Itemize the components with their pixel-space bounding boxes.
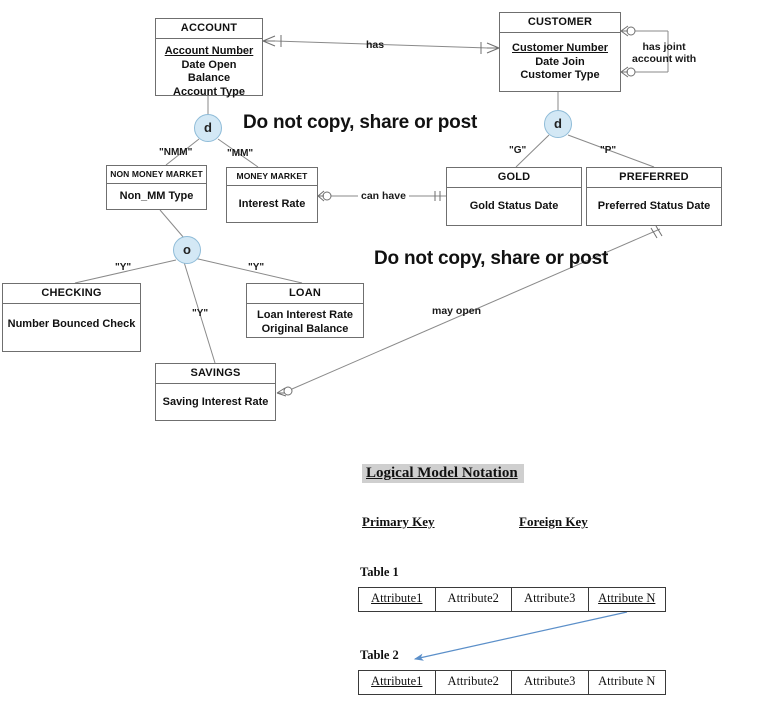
entity-preferred[interactable]: PREFERRED Preferred Status Date — [586, 167, 722, 226]
attribute: Customer Type — [520, 69, 600, 81]
entity-savings[interactable]: SAVINGS Saving Interest Rate — [155, 363, 276, 421]
entity-savings-name: SAVINGS — [156, 364, 275, 384]
attribute: Date Open — [181, 58, 237, 71]
disc-label-p: "P" — [600, 145, 617, 156]
disc-label-y-savings: "Y" — [192, 308, 209, 319]
entity-gold-attributes: Gold Status Date — [447, 188, 581, 220]
entity-non-money-market[interactable]: NON MONEY MARKET Non_MM Type — [106, 165, 207, 210]
discriminator-circle-account[interactable]: d — [194, 114, 222, 142]
crowsfoot-joint-bottom — [620, 66, 629, 78]
optional-circle-joint-bottom — [626, 67, 636, 77]
attribute: Preferred Status Date — [597, 200, 711, 212]
table-1-cell-2[interactable]: Attribute2 — [436, 588, 512, 611]
entity-account-name: ACCOUNT — [156, 19, 262, 39]
entity-customer-attributes: Customer Number Date Join Customer Type — [500, 33, 620, 89]
crowsfoot-joint-top — [620, 25, 629, 37]
entity-non-money-market-name: NON MONEY MARKET — [107, 166, 206, 184]
relationship-label-may-open: may open — [432, 305, 482, 317]
entity-gold[interactable]: GOLD Gold Status Date — [446, 167, 582, 226]
table-1-cell-3[interactable]: Attribute3 — [512, 588, 589, 611]
entity-account[interactable]: ACCOUNT Account Number Date Open Balance… — [155, 18, 263, 98]
attribute: Balance — [187, 72, 231, 84]
relationship-label-can-have: can have — [358, 190, 409, 202]
entity-customer-name: CUSTOMER — [500, 13, 620, 33]
table-2-cell-1[interactable]: Attribute1 — [359, 671, 436, 694]
entity-customer[interactable]: CUSTOMER Customer Number Date Join Custo… — [499, 12, 621, 92]
entity-gold-name: GOLD — [447, 168, 581, 188]
disc-label-nmm: "NMM" — [159, 147, 193, 158]
bar1-preferred-mayopen — [650, 227, 658, 239]
table-2-cell-2[interactable]: Attribute2 — [436, 671, 512, 694]
attribute: Interest Rate — [238, 198, 306, 210]
relationship-label-has-joint-account-with: has joint account with — [632, 41, 696, 65]
table-2-cell-4[interactable]: Attribute N — [598, 674, 656, 688]
discriminator-circle-overlap[interactable]: o — [173, 236, 201, 264]
table-1-cell-1[interactable]: Attribute1 — [359, 588, 436, 611]
table-1-name: Table 1 — [360, 565, 399, 579]
entity-money-market[interactable]: MONEY MARKET Interest Rate — [226, 167, 318, 223]
table-2[interactable]: Attribute1 Attribute2 Attribute3 Attribu… — [358, 670, 666, 695]
entity-checking-name: CHECKING — [3, 284, 140, 304]
entity-savings-attributes: Saving Interest Rate — [156, 384, 275, 416]
attribute: Number Bounced Check — [7, 318, 136, 330]
attribute-pk: Account Number — [164, 45, 254, 57]
disc-label-g: "G" — [509, 145, 527, 156]
optional-circle-canhave — [322, 191, 332, 201]
relationship-label-has: has — [366, 39, 385, 51]
disc-label-mm: "MM" — [227, 148, 254, 159]
table-2-name: Table 2 — [360, 648, 399, 662]
attribute: Account Type — [173, 85, 245, 98]
attribute: Date Join — [535, 55, 585, 68]
relationship-label-line2: account with — [632, 53, 697, 65]
entity-account-attributes: Account Number Date Open Balance Account… — [156, 39, 262, 105]
entity-money-market-attributes: Interest Rate — [227, 186, 317, 218]
foreign-key-legend: Foreign Key — [519, 514, 588, 529]
watermark-middle: Do not copy, share or post — [374, 248, 609, 269]
primary-key-legend: Primary Key — [362, 514, 435, 529]
optional-circle-mayopen — [283, 386, 293, 396]
table-1[interactable]: Attribute1 Attribute2 Attribute3 Attribu… — [358, 587, 666, 612]
table-1-cell-4[interactable]: Attribute N — [598, 591, 656, 605]
entity-money-market-name: MONEY MARKET — [227, 168, 317, 186]
watermark-top: Do not copy, share or post — [243, 112, 478, 133]
relationship-label-line1: has joint — [642, 41, 686, 53]
crowsfoot-mm-canhave — [317, 190, 325, 202]
line-nonmm-to-o — [159, 209, 185, 239]
attribute: Non_MM Type — [119, 190, 194, 202]
attribute-pk: Customer Number — [512, 42, 608, 54]
entity-loan[interactable]: LOAN Loan Interest Rate Original Balance — [246, 283, 364, 338]
fk-arrow — [413, 611, 628, 661]
fk-arrow-group — [413, 611, 628, 661]
crowsfoot-customer-has — [486, 42, 500, 54]
entity-preferred-name: PREFERRED — [587, 168, 721, 188]
logical-model-notation-heading: Logical Model Notation — [362, 464, 524, 483]
disc-label-y-loan: "Y" — [248, 262, 265, 273]
optional-circle-joint-top — [626, 26, 636, 36]
attribute: Loan Interest Rate — [257, 309, 353, 321]
attribute: Original Balance — [261, 322, 349, 335]
entity-preferred-attributes: Preferred Status Date — [587, 188, 721, 220]
disc-label-y-checking: "Y" — [115, 262, 132, 273]
bar2-preferred-mayopen — [655, 225, 663, 237]
table-2-cell-3[interactable]: Attribute3 — [512, 671, 589, 694]
entity-loan-name: LOAN — [247, 284, 363, 304]
attribute: Gold Status Date — [469, 200, 559, 212]
entity-loan-attributes: Loan Interest Rate Original Balance — [247, 304, 363, 342]
crowsfoot-savings-mayopen — [276, 387, 287, 397]
attribute: Saving Interest Rate — [162, 396, 269, 408]
entity-non-money-market-attributes: Non_MM Type — [107, 184, 206, 210]
entity-checking-attributes: Number Bounced Check — [3, 304, 140, 338]
discriminator-circle-customer[interactable]: d — [544, 110, 572, 138]
crowsfoot-account-has — [262, 35, 276, 47]
entity-checking[interactable]: CHECKING Number Bounced Check — [2, 283, 141, 352]
